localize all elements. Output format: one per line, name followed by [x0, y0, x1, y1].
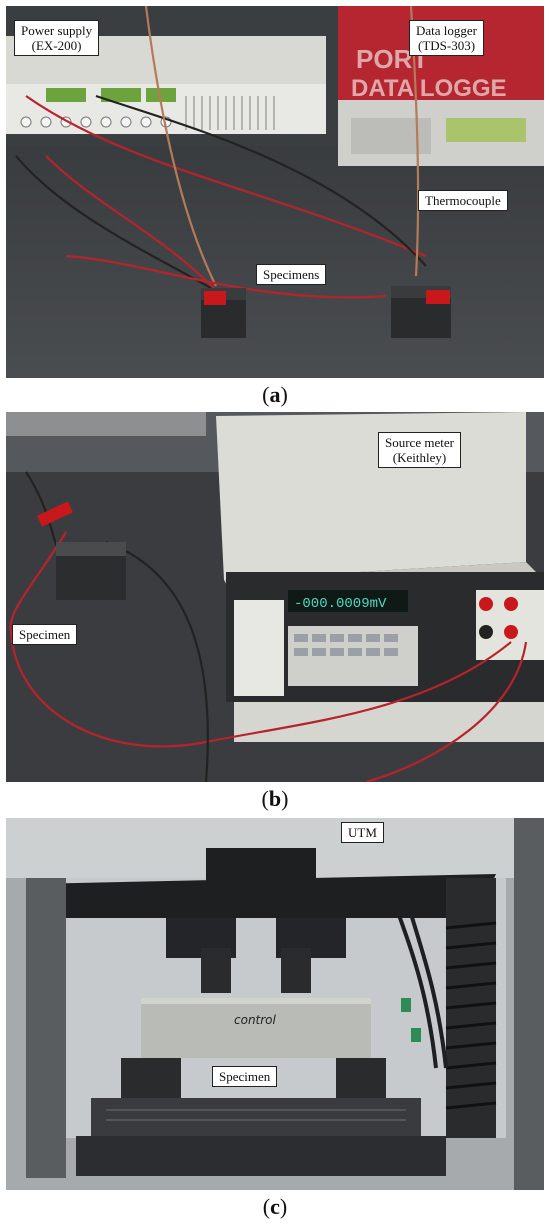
specimen-beam: control	[141, 998, 371, 1058]
photo-panel-c: control UTM Specimen	[6, 818, 544, 1190]
utm-crosshead	[6, 818, 544, 993]
source-meter-label: Source meter (Keithley)	[378, 432, 461, 468]
power-supply-label: Power supply (EX-200)	[14, 20, 100, 56]
photo-panel-b: -000.0009mV	[6, 412, 544, 782]
photo-b: -000.0009mV	[6, 412, 544, 782]
specimen-block-right	[391, 286, 451, 338]
data-logger-label-line2: (TDS-303)	[417, 38, 476, 53]
specimens-label: Specimens	[256, 264, 327, 285]
svg-text:DATA LOGGE: DATA LOGGE	[351, 75, 507, 102]
photo-c: control	[6, 818, 544, 1190]
specimen-label-b: Specimen	[12, 624, 78, 645]
caption-b-letter: b	[268, 786, 282, 811]
power-supply-label-line2: (EX-200)	[31, 38, 82, 53]
specimen-block-b	[37, 501, 126, 600]
photo-panel-a: PORT DATA LOGGE Power suppl	[6, 6, 544, 378]
thermocouple-label: Thermocouple	[418, 190, 508, 211]
source-meter-label-line2: (Keithley)	[392, 450, 447, 465]
caption-a-letter: a	[269, 382, 281, 407]
caption-b: (b)	[261, 786, 289, 811]
utm-label: UTM	[341, 822, 384, 843]
source-meter-label-line1: Source meter	[385, 435, 454, 450]
specimen-label-c: Specimen	[212, 1066, 278, 1087]
power-supply-label-line1: Power supply	[21, 23, 93, 38]
caption-c-letter: c	[270, 1194, 280, 1219]
data-logger-label: Data logger (TDS-303)	[409, 20, 485, 56]
meter-display-readout: -000.0009mV	[294, 596, 387, 612]
data-logger-label-line1: Data logger	[416, 23, 478, 38]
lower-fixture	[76, 1058, 446, 1176]
specimen-block-left	[201, 288, 246, 338]
caption-c: (c)	[262, 1194, 288, 1219]
control-mark: control	[234, 1013, 277, 1027]
caption-a: (a)	[262, 382, 288, 407]
